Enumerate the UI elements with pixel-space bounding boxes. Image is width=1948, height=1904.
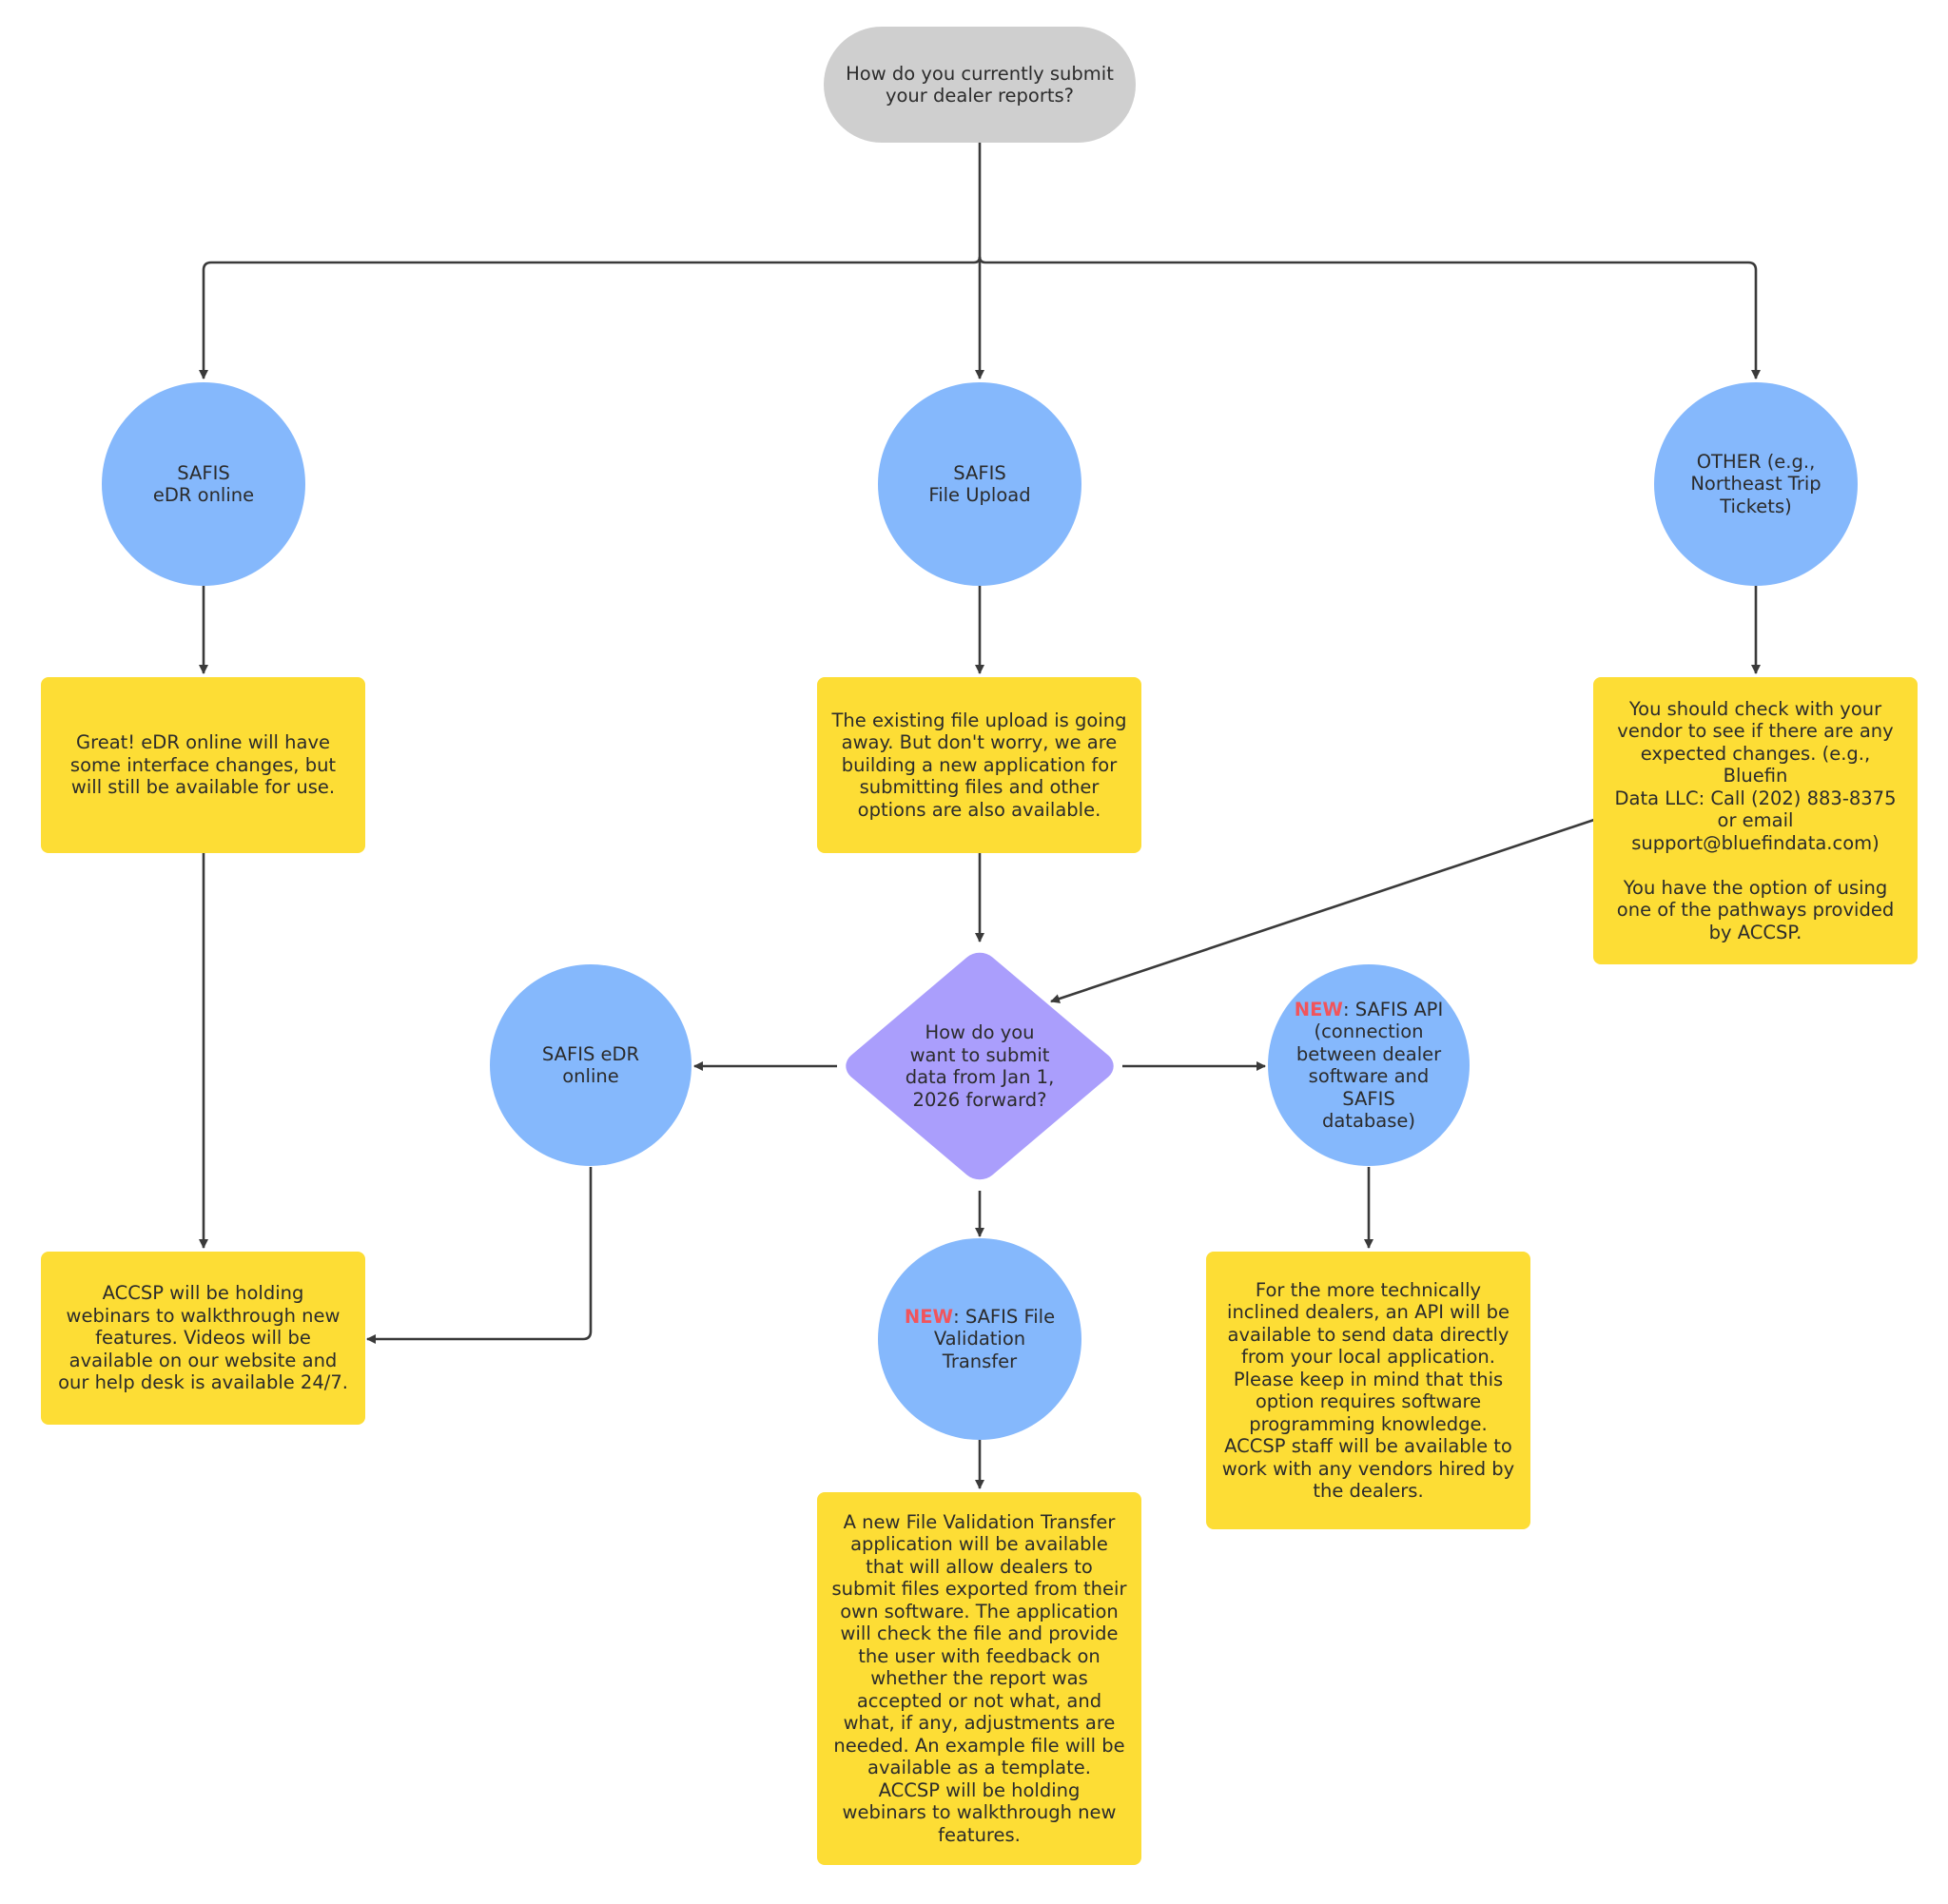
option-label-wrap: NEW: SAFIS API (connection between deale… (1295, 999, 1443, 1133)
option-label-wrap: NEW: SAFIS File Validation Transfer (905, 1306, 1055, 1373)
method-label: SAFIS File Upload (928, 461, 1031, 507)
info-text: You should check with your vendor to see… (1614, 697, 1897, 943)
decision-submit-method: How do you want to submit data from Jan … (837, 945, 1122, 1187)
info-other: You should check with your vendor to see… (1593, 677, 1918, 964)
start-question-text: How do you currently submit your dealer … (846, 62, 1114, 107)
edge-start-to-other (978, 256, 1761, 379)
method-other: OTHER (e.g., Northeast Trip Tickets) (1654, 382, 1858, 586)
option-safis-file-validation-transfer: NEW: SAFIS File Validation Transfer (878, 1238, 1081, 1440)
info-text: For the more technically inclined dealer… (1221, 1278, 1515, 1503)
new-badge: NEW (1294, 998, 1343, 1020)
info-text: A new File Validation Transfer applicati… (831, 1510, 1127, 1846)
edge-new-edr-to-webinars (366, 1167, 593, 1344)
edge-start-to-edr (199, 256, 982, 379)
method-label: OTHER (e.g., Northeast Trip Tickets) (1690, 450, 1821, 517)
option-safis-edr-online: SAFIS eDR online (490, 964, 692, 1166)
edge-other-info-to-decision (1050, 818, 1595, 1003)
info-text: The existing file upload is going away. … (831, 709, 1127, 821)
start-question: How do you currently submit your dealer … (824, 27, 1136, 143)
method-safis-edr-online: SAFIS eDR online (102, 382, 305, 586)
option-label: : SAFIS API (connection between dealer s… (1295, 998, 1444, 1133)
new-badge: NEW (904, 1305, 954, 1328)
option-label: : SAFIS File Validation Transfer (933, 1305, 1056, 1372)
info-file-validation-transfer: A new File Validation Transfer applicati… (817, 1492, 1141, 1865)
decision-text: How do you want to submit data from Jan … (905, 1021, 1055, 1111)
method-label: SAFIS eDR online (152, 461, 255, 507)
info-text: ACCSP will be holding webinars to walkth… (58, 1282, 348, 1394)
info-text: Great! eDR online will have some interfa… (69, 731, 337, 799)
info-api: For the more technically inclined dealer… (1206, 1252, 1530, 1529)
option-label: SAFIS eDR online (541, 1042, 640, 1088)
info-edr-online: Great! eDR online will have some interfa… (41, 677, 365, 853)
info-file-upload: The existing file upload is going away. … (817, 677, 1141, 853)
option-safis-api: NEW: SAFIS API (connection between deale… (1268, 964, 1470, 1166)
info-webinars: ACCSP will be holding webinars to walkth… (41, 1252, 365, 1425)
method-safis-file-upload: SAFIS File Upload (878, 382, 1081, 586)
